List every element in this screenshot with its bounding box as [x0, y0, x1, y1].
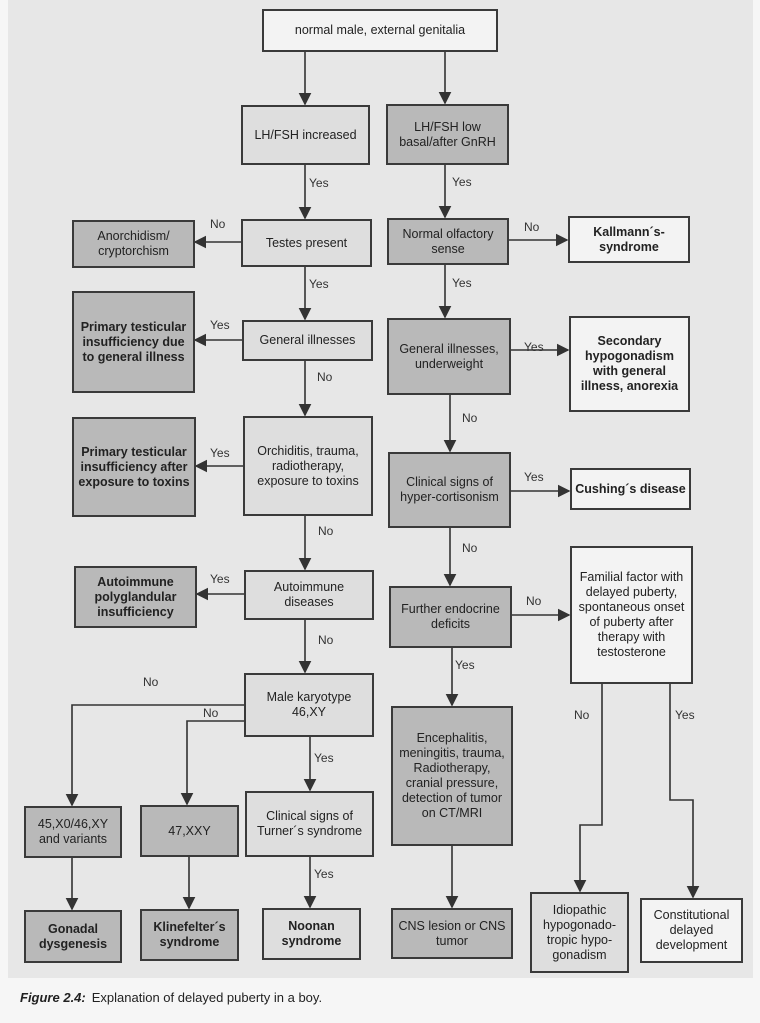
node-orchiditis: Orchiditis, trauma, radiotherapy, exposu…: [243, 416, 373, 516]
edge-label-yes: Yes: [455, 658, 475, 672]
node-lh-low: LH/FSH low basal/after GnRH: [386, 104, 509, 165]
node-kallmann: Kallmann´s-syndrome: [568, 216, 690, 263]
node-turner: Clinical signs of Turner´s syndrome: [245, 791, 374, 857]
edge-label-no: No: [317, 370, 333, 384]
edge-label-yes: Yes: [210, 318, 230, 332]
node-noonan: Noonan syndrome: [262, 908, 361, 960]
edge-label-no: No: [203, 706, 219, 720]
caption-text: Explanation of delayed puberty in a boy.: [91, 990, 323, 1005]
edge-label-no: No: [526, 594, 542, 608]
node-familial: Familial factor with delayed puberty, sp…: [570, 546, 693, 684]
node-mosaic: 45,X0/46,XY and variants: [24, 806, 122, 858]
edge-label-yes: Yes: [210, 446, 230, 460]
node-klinefelter: Klinefelter´s syndrome: [140, 909, 239, 961]
node-xxy: 47,XXY: [140, 805, 239, 857]
node-constitutional: Constitutional delayed development: [640, 898, 743, 963]
node-primary-toxins: Primary testicular insufficiency after e…: [72, 417, 196, 517]
edge-label-yes: Yes: [314, 867, 334, 881]
node-testes-present: Testes present: [241, 219, 372, 267]
node-karyotype: Male karyotype 46,XY: [244, 673, 374, 737]
edge-label-yes: Yes: [314, 751, 334, 765]
node-cushing: Cushing´s disease: [570, 468, 691, 510]
node-lh-increased: LH/FSH increased: [241, 105, 370, 165]
node-general-illnesses: General illnesses: [242, 320, 373, 361]
node-primary-general: Primary testicular insufficiency due to …: [72, 291, 195, 393]
node-general-underweight: General illnesses, underweight: [387, 318, 511, 395]
edge-label-no: No: [462, 541, 478, 555]
caption-label: Figure 2.4:: [20, 990, 86, 1005]
node-hypercortisonism: Clinical signs of hyper-cortisonism: [388, 452, 511, 528]
node-olfactory: Normal olfactory sense: [387, 218, 509, 265]
edge-label-yes: Yes: [309, 176, 329, 190]
node-endocrine-deficits: Further endocrine deficits: [389, 586, 512, 648]
edge-label-no: No: [143, 675, 159, 689]
edge-label-no: No: [524, 220, 540, 234]
edge-label-yes: Yes: [452, 276, 472, 290]
edge-label-no: No: [574, 708, 590, 722]
node-idiopathic: Idiopathic hypogonado-tropic hypo-gonadi…: [530, 892, 629, 973]
edge-label-yes: Yes: [210, 572, 230, 586]
edge-label-no: No: [210, 217, 226, 231]
node-anorchidism: Anorchidism/ cryptorchism: [72, 220, 195, 268]
edge-label-no: No: [318, 524, 334, 538]
edge-label-no: No: [462, 411, 478, 425]
node-cns: CNS lesion or CNS tumor: [391, 908, 513, 959]
edge-label-yes: Yes: [452, 175, 472, 189]
edge-label-yes: Yes: [675, 708, 695, 722]
node-autoimmune-poly: Autoimmune polyglandular insufficiency: [74, 566, 197, 628]
node-secondary-hypogonadism: Secondary hypogonadism with general illn…: [569, 316, 690, 412]
node-gonadal-dysgenesis: Gonadal dysgenesis: [24, 910, 122, 963]
edge-label-no: No: [318, 633, 334, 647]
edge-label-yes: Yes: [309, 277, 329, 291]
node-encephalitis: Encephalitis, meningitis, trauma, Radiot…: [391, 706, 513, 846]
node-autoimmune-diseases: Autoimmune diseases: [244, 570, 374, 620]
edge-label-yes: Yes: [524, 470, 544, 484]
edge-label-yes: Yes: [524, 340, 544, 354]
node-start: normal male, external genitalia: [262, 9, 498, 52]
figure-caption: Figure 2.4: Explanation of delayed pubert…: [20, 990, 322, 1005]
